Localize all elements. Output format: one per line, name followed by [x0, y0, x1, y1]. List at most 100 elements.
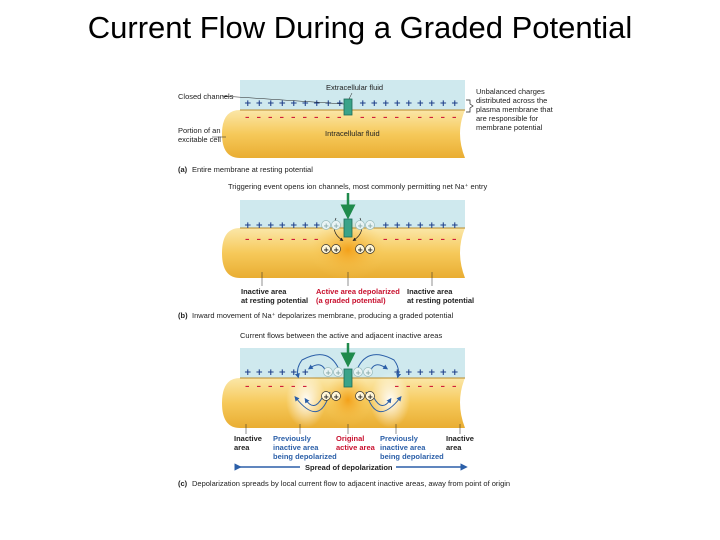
plus-charge: + — [405, 368, 413, 378]
plus-charge: + — [302, 368, 310, 378]
plus-charge: + — [382, 221, 390, 231]
minus-charge: – — [441, 382, 446, 392]
minus-charge: – — [383, 235, 388, 245]
intracellular-label: Intracellular fluid — [325, 129, 380, 138]
positive-ion — [355, 391, 365, 401]
minus-charge: – — [360, 113, 365, 123]
plus-charge: + — [290, 368, 298, 378]
plus-charge: + — [428, 221, 436, 231]
minus-charge: – — [291, 235, 296, 245]
minus-charge: – — [418, 382, 423, 392]
plus-charge: + — [279, 368, 287, 378]
plus-charge: + — [451, 368, 459, 378]
prev-left-c-2: inactive area — [273, 443, 319, 452]
extracellular-fluid-region — [240, 80, 465, 110]
plus-charge: + — [256, 221, 264, 231]
plus-charge: + — [451, 221, 459, 231]
plus-charge: + — [440, 221, 448, 231]
portion-label-1: Portion of an — [178, 126, 221, 135]
plus-charge: + — [244, 368, 252, 378]
plus-charge: + — [290, 221, 298, 231]
minus-charge: – — [372, 113, 377, 123]
slide-title: Current Flow During a Graded Potential — [87, 10, 633, 45]
caption-a-letter: (a) — [178, 165, 188, 174]
positive-ion — [355, 244, 365, 254]
positive-ion-sign: + — [367, 246, 373, 254]
closed-channels-label: Closed channels — [178, 92, 234, 101]
positive-ion — [333, 367, 343, 377]
original-active-glow — [324, 373, 372, 427]
inactive-right-b-1: Inactive area — [407, 287, 453, 296]
membrane-charges: +–+–+–+–+–+–+–+–+–+–+–+–+–+–+–+–+–+– — [240, 99, 465, 123]
plus-charge: + — [428, 99, 436, 109]
minus-charge: – — [406, 382, 411, 392]
active-b-1: Active area depolarized — [316, 287, 400, 296]
original-c-1: Original — [336, 434, 364, 443]
minus-charge: – — [429, 235, 434, 245]
caption-c: Depolarization spreads by local current … — [192, 479, 510, 488]
minus-charge: – — [280, 113, 285, 123]
plus-charge: + — [279, 99, 287, 109]
plus-charge: + — [302, 221, 310, 231]
plus-charge: + — [256, 99, 264, 109]
positive-ion — [331, 391, 341, 401]
positive-ion — [365, 220, 375, 230]
plus-charge: + — [394, 368, 402, 378]
minus-charge: – — [441, 235, 446, 245]
minus-charge: – — [383, 113, 388, 123]
plus-charge: + — [394, 99, 402, 109]
prev-left-c-3: being depolarized — [273, 452, 337, 461]
minus-charge: – — [303, 235, 308, 245]
plus-charge: + — [405, 99, 413, 109]
unbalanced-label-1: Unbalanced charges — [476, 87, 545, 96]
positive-ion — [323, 367, 333, 377]
extracellular-label: Extracellular fluid — [326, 83, 383, 92]
unbalanced-label-2: distributed across the — [476, 96, 547, 105]
inactive-left-b-2: at resting potential — [241, 296, 308, 305]
inactive-left-b-1: Inactive area — [241, 287, 287, 296]
unbalanced-label-3: plasma membrane that — [476, 105, 554, 114]
plus-charge: + — [417, 221, 425, 231]
positive-ion-sign: + — [367, 393, 373, 401]
inactive-left-c-1: Inactive — [234, 434, 262, 443]
minus-charge: – — [395, 235, 400, 245]
positive-ion-sign: + — [357, 393, 363, 401]
positive-ion — [321, 244, 331, 254]
unbalanced-label-5: membrane potential — [476, 123, 543, 132]
plus-charge: + — [313, 99, 321, 109]
minus-charge: – — [326, 113, 331, 123]
positive-ion-sign: + — [357, 222, 363, 230]
plus-charge: + — [244, 99, 252, 109]
positive-ion-sign: + — [323, 222, 329, 230]
positive-ion-sign: + — [323, 393, 329, 401]
membrane-charges-b: +–+–+–+–+–+–+–+–+–+–+–+–+–+– — [240, 221, 465, 245]
minus-charge: – — [314, 113, 319, 123]
plus-charge: + — [267, 221, 275, 231]
positive-ion — [365, 244, 375, 254]
plus-charge: + — [302, 99, 310, 109]
plus-charge: + — [417, 368, 425, 378]
minus-charge: – — [245, 235, 250, 245]
minus-charge: – — [452, 235, 457, 245]
positive-ion — [331, 220, 341, 230]
minus-charge: – — [280, 235, 285, 245]
minus-charge: – — [291, 113, 296, 123]
plus-charge: + — [371, 99, 379, 109]
plus-charge: + — [382, 99, 390, 109]
minus-charge: – — [418, 113, 423, 123]
plus-charge: + — [451, 99, 459, 109]
plus-charge: + — [359, 99, 367, 109]
minus-charge: – — [337, 113, 342, 123]
minus-charge: – — [268, 382, 273, 392]
positive-ion-sign: + — [367, 222, 373, 230]
positive-ion — [321, 220, 331, 230]
spread-label: Spread of depolarization — [305, 463, 393, 472]
inactive-left-c-2: area — [234, 443, 250, 452]
panel-b: Triggering event opens ion channels, mos… — [178, 182, 487, 320]
minus-charge: – — [314, 235, 319, 245]
open-channel-c — [343, 368, 353, 388]
plus-charge: + — [313, 221, 321, 231]
plus-charge: + — [336, 99, 344, 109]
caption-a: Entire membrane at resting potential — [192, 165, 313, 174]
